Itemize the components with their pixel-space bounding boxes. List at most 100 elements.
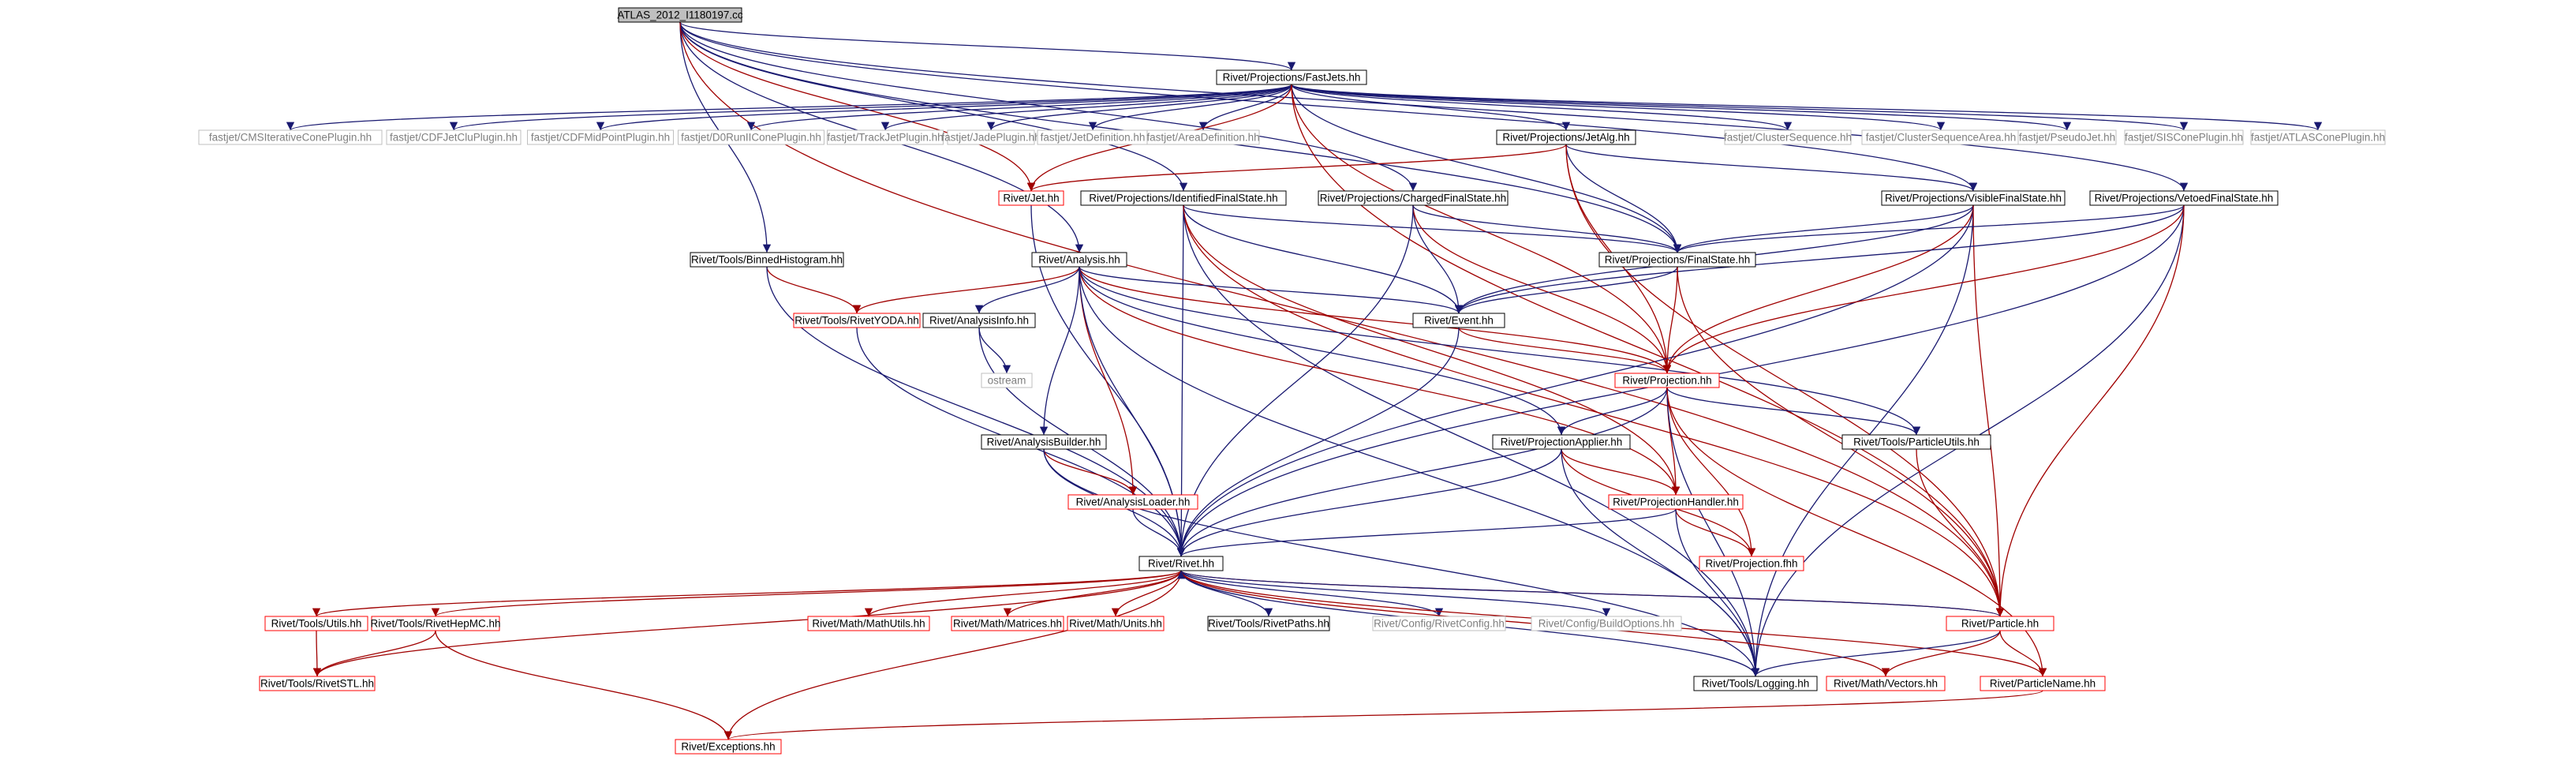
edge-fastjets-to-trackjet [881, 84, 1292, 131]
edge-analysis-to-projection [1079, 266, 1672, 374]
node-utils[interactable]: Rivet/Tools/Utils.hh [264, 616, 368, 631]
edge-rivet-to-stl [312, 570, 1182, 677]
node-box [1067, 494, 1198, 510]
node-projfhh[interactable]: Rivet/Projection.fhh [1699, 556, 1804, 571]
node-fs[interactable]: Rivet/Projections/FinalState.hh [1598, 252, 1756, 268]
edge-partutils-to-particle [1916, 448, 2005, 617]
node-box [1372, 616, 1506, 631]
edge-fastjets-to-pseudojet [1291, 84, 2071, 131]
edge-fastjets-to-clseqarea [1291, 84, 1945, 131]
node-box [998, 190, 1064, 206]
node-label: fastjet/D0RunIIConePlugin.hh [681, 132, 821, 144]
node-siscone: fastjet/SISConePlugin.hh [2124, 129, 2244, 145]
node-projapplier[interactable]: Rivet/ProjectionApplier.hh [1492, 434, 1631, 450]
node-idfs[interactable]: Rivet/Projections/IdentifiedFinalState.h… [1080, 190, 1287, 206]
node-anabuilder[interactable]: Rivet/AnalysisBuilder.hh [981, 434, 1107, 450]
node-vectors[interactable]: Rivet/Math/Vectors.hh [1826, 676, 1946, 691]
edge-idfs-to-fs [1183, 204, 1681, 253]
node-logging[interactable]: Rivet/Tools/Logging.hh [1693, 676, 1818, 691]
edge-vetofs-to-event [1454, 204, 2185, 314]
node-label: Rivet/Projections/FastJets.hh [1223, 72, 1361, 84]
node-label: Rivet/Projections/JetAlg.hh [1502, 132, 1629, 144]
node-d0run: fastjet/D0RunIIConePlugin.hh [678, 129, 824, 145]
node-projhandler[interactable]: Rivet/ProjectionHandler.hh [1608, 494, 1744, 510]
edge-rivet-to-utils [312, 570, 1182, 617]
node-box [1318, 190, 1509, 206]
node-label: Rivet/Projection.fhh [1705, 558, 1797, 570]
node-vetofs[interactable]: Rivet/Projections/VetoedFinalState.hh [2089, 190, 2279, 206]
node-box [1826, 676, 1946, 691]
node-box [2250, 129, 2386, 145]
node-visfs[interactable]: Rivet/Projections/VisibleFinalState.hh [1881, 190, 2066, 206]
node-label: ATLAS_2012_I1180197.cc [617, 9, 743, 21]
node-label: Rivet/Tools/RivetHepMC.hh [370, 618, 500, 630]
edge-rivet-to-hepmc [432, 570, 1182, 617]
node-partutils[interactable]: Rivet/Tools/ParticleUtils.hh [1841, 434, 1991, 450]
node-box [1598, 252, 1756, 268]
node-mathutils[interactable]: Rivet/Math/MathUtils.hh [807, 616, 930, 631]
node-label: Rivet/ProjectionHandler.hh [1613, 496, 1739, 508]
edge-fs-to-particle [1677, 266, 2005, 617]
node-root: ATLAS_2012_I1180197.cc [617, 7, 743, 23]
node-box [1496, 129, 1636, 145]
edge-event-to-projection [1458, 327, 1672, 374]
edge-analysis-to-anabuilder [1039, 266, 1080, 436]
node-box [1031, 252, 1127, 268]
edge-analysis-to-projhandler [1079, 266, 1681, 496]
edge-idfs-to-projhandler [1183, 204, 1681, 496]
node-box [1693, 676, 1818, 691]
edge-projapplier-to-logging [1561, 448, 1760, 677]
edge-vetofs-to-fs [1673, 204, 2185, 253]
node-rivet[interactable]: Rivet/Rivet.hh [1138, 556, 1224, 571]
node-yoda[interactable]: Rivet/Tools/RivetYODA.hh [793, 313, 921, 328]
node-box [1841, 434, 1991, 450]
edge-projection-to-partutils [1666, 387, 1921, 436]
node-anainfo[interactable]: Rivet/AnalysisInfo.hh [922, 313, 1036, 328]
node-box [264, 616, 368, 631]
node-stl[interactable]: Rivet/Tools/RivetSTL.hh [259, 676, 376, 691]
node-box [951, 616, 1064, 631]
node-label: fastjet/CDFJetCluPlugin.hh [390, 132, 518, 144]
node-pname[interactable]: Rivet/ParticleName.hh [1980, 676, 2106, 691]
node-label: Rivet/Particle.hh [1961, 618, 2039, 630]
edge-analysis-to-yoda [852, 266, 1080, 314]
edge-rivet-to-matrices [1003, 570, 1182, 617]
node-label: fastjet/JadePlugin.hh [941, 132, 1040, 144]
node-label: Rivet/AnalysisLoader.hh [1076, 496, 1191, 508]
edge-root-to-visfs [679, 21, 1978, 192]
node-analysis[interactable]: Rivet/Analysis.hh [1031, 252, 1127, 268]
node-box [1216, 69, 1367, 85]
node-atlascone: fastjet/ATLASConePlugin.hh [2250, 129, 2386, 145]
node-binhist[interactable]: Rivet/Tools/BinnedHistogram.hh [690, 252, 844, 268]
node-chfs[interactable]: Rivet/Projections/ChargedFinalState.hh [1318, 190, 1509, 206]
node-jetalg[interactable]: Rivet/Projections/JetAlg.hh [1496, 129, 1636, 145]
node-jetdef: fastjet/JetDefinition.hh [1037, 129, 1149, 145]
node-matrices[interactable]: Rivet/Math/Matrices.hh [951, 616, 1064, 631]
node-trackjet: fastjet/TrackJetPlugin.hh [827, 129, 944, 145]
node-hepmc[interactable]: Rivet/Tools/RivetHepMC.hh [370, 616, 501, 631]
node-label: Rivet/ParticleName.hh [1990, 678, 2096, 690]
edge-fastjets-to-projection [1291, 84, 1672, 374]
edge-fastjets-to-d0run [747, 84, 1292, 131]
edge-idfs-to-logging [1183, 204, 1760, 677]
node-event[interactable]: Rivet/Event.hh [1412, 313, 1505, 328]
node-particle[interactable]: Rivet/Particle.hh [1946, 616, 2054, 631]
node-label: Rivet/Tools/BinnedHistogram.hh [691, 254, 843, 266]
node-ostream: ostream [981, 373, 1033, 388]
node-exceptions[interactable]: Rivet/Exceptions.hh [675, 739, 782, 755]
node-cmsit: fastjet/CMSIterativeConePlugin.hh [198, 129, 383, 145]
node-rivetpaths[interactable]: Rivet/Tools/RivetPaths.hh [1207, 616, 1330, 631]
edge-particle-to-logging [1751, 630, 2001, 677]
node-jet[interactable]: Rivet/Jet.hh [998, 190, 1064, 206]
node-pseudojet: fastjet/PseudoJet.hh [2017, 129, 2117, 145]
edge-fastjets-to-jade [986, 84, 1292, 131]
node-fastjets[interactable]: Rivet/Projections/FastJets.hh [1216, 69, 1367, 85]
node-label: Rivet/Analysis.hh [1038, 254, 1120, 266]
node-projection[interactable]: Rivet/Projection.hh [1614, 373, 1720, 388]
node-jade: fastjet/JadePlugin.hh [941, 129, 1041, 145]
node-label: Rivet/Jet.hh [1003, 193, 1059, 204]
node-analoader[interactable]: Rivet/AnalysisLoader.hh [1067, 494, 1198, 510]
node-units[interactable]: Rivet/Math/Units.hh [1067, 616, 1165, 631]
node-label: Rivet/Projections/VetoedFinalState.hh [2095, 193, 2274, 204]
edge-rivet-to-mathutils [864, 570, 1182, 617]
